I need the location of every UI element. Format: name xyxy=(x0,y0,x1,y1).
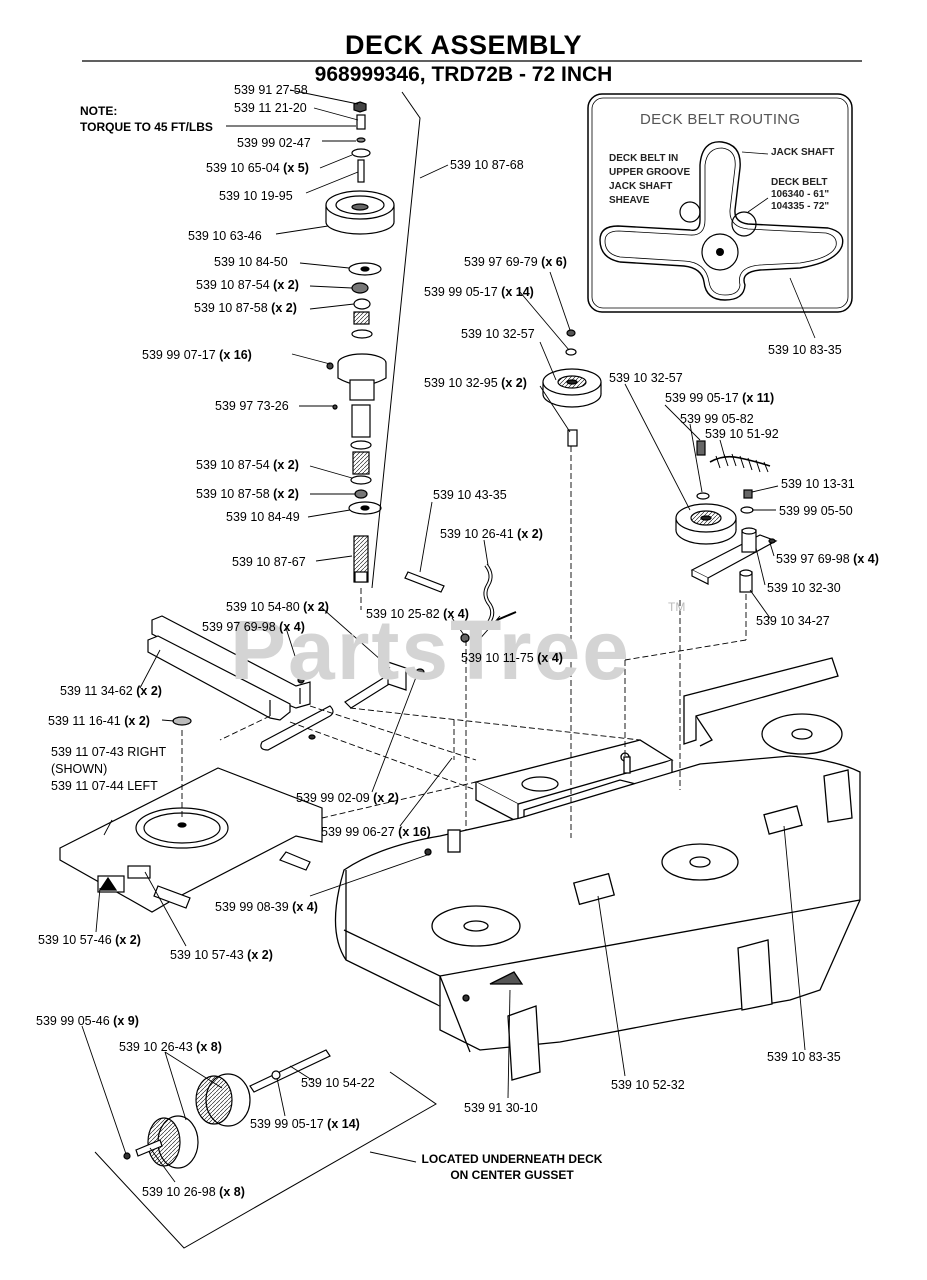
deck-belt-note: DECK BELT 106340 - 61" 104335 - 72" xyxy=(771,177,829,213)
part-callout[interactable]: 539 99 05-50 xyxy=(779,504,853,518)
deck-belt-line: 104335 - 72" xyxy=(771,201,830,212)
jack-shaft-parts xyxy=(260,563,517,751)
part-callout[interactable]: 539 10 63-46 xyxy=(188,229,262,243)
part-callout[interactable]: 539 10 43-35 xyxy=(433,488,507,502)
part-callout[interactable]: 539 10 84-50 xyxy=(214,255,288,269)
part-callout[interactable]: 539 10 26-41 (x 2) xyxy=(440,527,543,541)
part-callout[interactable]: 539 10 26-43 (x 8) xyxy=(119,1040,222,1054)
idler-pulley xyxy=(542,329,602,447)
mower-deck xyxy=(334,657,861,1081)
part-callout[interactable]: 539 97 73-26 xyxy=(215,399,289,413)
part-callout[interactable]: 539 11 34-62 (x 2) xyxy=(60,684,162,698)
part-callout[interactable]: 539 99 08-39 (x 4) xyxy=(215,900,318,914)
part-callout[interactable]: 539 99 05-17 (x 14) xyxy=(424,285,534,299)
part-callout[interactable]: 539 10 83-35 xyxy=(768,343,842,357)
part-callout[interactable]: 539 10 87-58 (x 2) xyxy=(196,487,299,501)
part-callout[interactable]: 539 10 32-30 xyxy=(767,581,841,595)
upper-groove-line: JACK SHAFT xyxy=(609,181,673,192)
watermark-logo: PartsTree xyxy=(230,603,631,697)
part-callout[interactable]: 539 11 21-20 xyxy=(234,101,307,115)
part-callout[interactable]: 539 10 32-57 xyxy=(609,371,683,385)
gusset-location-note: LOCATED UNDERNEATH DECK ON CENTER GUSSET xyxy=(400,1151,624,1183)
note-heading: NOTE: xyxy=(80,104,118,118)
watermark-trademark: TM xyxy=(668,600,686,614)
part-callout[interactable]: 539 99 07-17 (x 16) xyxy=(142,348,252,362)
part-callout[interactable]: 539 10 83-35 xyxy=(767,1050,841,1064)
part-callout[interactable]: 539 10 26-98 (x 8) xyxy=(142,1185,245,1199)
part-callout[interactable]: 539 97 69-98 (x 4) xyxy=(202,620,305,634)
part-callout[interactable]: 539 99 05-17 (x 14) xyxy=(250,1117,360,1131)
left-deck-cover xyxy=(59,716,323,913)
page-title: DECK ASSEMBLY xyxy=(344,30,583,60)
part-callout[interactable]: 539 99 06-27 (x 16) xyxy=(321,825,431,839)
part-callout[interactable]: 539 10 34-27 xyxy=(756,614,830,628)
gusset-note-line: LOCATED UNDERNEATH DECK xyxy=(421,1152,603,1166)
part-callout[interactable]: 539 91 30-10 xyxy=(464,1101,538,1115)
part-callout[interactable]: 539 10 13-31 xyxy=(781,477,855,491)
deck-bracket-rails xyxy=(147,615,311,721)
part-callout[interactable]: 539 11 07-43 RIGHT xyxy=(51,745,167,759)
leader-lines xyxy=(81,89,806,1183)
part-callout[interactable]: 539 99 02-47 xyxy=(237,136,311,150)
spindle-stack xyxy=(325,101,395,583)
torque-note: NOTE: TORQUE TO 45 FT/LBS xyxy=(80,103,213,135)
part-callout[interactable]: 539 91 27-58 xyxy=(234,83,308,97)
part-callout[interactable]: 539 99 05-17 (x 11) xyxy=(665,391,775,405)
jack-shaft-label: JACK SHAFT xyxy=(771,147,835,158)
part-callout[interactable]: 539 10 32-57 xyxy=(461,327,535,341)
part-callout[interactable]: 539 10 11-75 (x 4) xyxy=(461,651,563,665)
gusset-callout-bracket xyxy=(94,1071,437,1249)
upper-groove-line: SHEAVE xyxy=(609,195,650,206)
part-callout[interactable]: 539 97 69-79 (x 6) xyxy=(464,255,567,269)
upper-groove-note: DECK BELT IN UPPER GROOVE JACK SHAFT SHE… xyxy=(609,152,690,208)
part-callout[interactable]: 539 10 52-32 xyxy=(611,1078,685,1092)
part-callout[interactable]: 539 10 87-58 (x 2) xyxy=(194,301,297,315)
part-callout[interactable]: 539 11 07-44 LEFT xyxy=(51,779,158,793)
part-callout[interactable]: 539 10 87-68 xyxy=(450,158,524,172)
part-callout[interactable]: 539 10 54-80 (x 2) xyxy=(226,600,329,614)
part-callout[interactable]: 539 10 54-22 xyxy=(301,1076,375,1090)
upper-groove-line: DECK BELT IN xyxy=(609,153,679,164)
part-callout[interactable]: 539 11 16-41 (x 2) xyxy=(48,714,150,728)
part-callout[interactable]: 539 10 57-46 (x 2) xyxy=(38,933,141,947)
model-subtitle: 968999346, TRD72B - 72 INCH xyxy=(314,63,613,86)
gauge-wheels xyxy=(123,1049,331,1169)
part-callout[interactable]: 539 10 87-67 xyxy=(232,555,306,569)
part-callout[interactable]: 539 97 69-98 (x 4) xyxy=(776,552,879,566)
belt-routing-title: DECK BELT ROUTING xyxy=(640,111,801,128)
part-callout[interactable]: 539 10 87-54 (x 2) xyxy=(196,458,299,472)
upper-groove-line: UPPER GROOVE xyxy=(609,167,691,178)
part-callout[interactable]: 539 10 25-82 (x 4) xyxy=(366,607,469,621)
gusset-note-line: ON CENTER GUSSET xyxy=(450,1168,574,1182)
assembly-guide-lines xyxy=(181,446,747,838)
part-callout[interactable]: 539 10 65-04 (x 5) xyxy=(206,161,309,175)
part-callout[interactable]: 539 10 87-54 (x 2) xyxy=(196,278,299,292)
part-callout[interactable]: 539 10 32-95 (x 2) xyxy=(424,376,527,390)
note-text: TORQUE TO 45 FT/LBS xyxy=(80,120,213,134)
part-callout[interactable]: 539 99 05-46 (x 9) xyxy=(36,1014,139,1028)
tensioner-assembly xyxy=(675,440,778,593)
part-callout-note: (SHOWN) xyxy=(51,762,108,776)
part-callout[interactable]: 539 99 05-82 xyxy=(680,412,754,426)
part-callout[interactable]: 539 10 51-92 xyxy=(705,427,779,441)
belt-routing-box xyxy=(587,93,853,339)
deck-belt-line: 106340 - 61" xyxy=(771,189,830,200)
part-callout[interactable]: 539 10 57-43 (x 2) xyxy=(170,948,273,962)
part-callout[interactable]: 539 99 02-09 (x 2) xyxy=(296,791,399,805)
part-callout[interactable]: 539 10 84-49 xyxy=(226,510,300,524)
deck-belt-line: DECK BELT xyxy=(771,177,828,188)
part-callout[interactable]: 539 10 19-95 xyxy=(219,189,293,203)
